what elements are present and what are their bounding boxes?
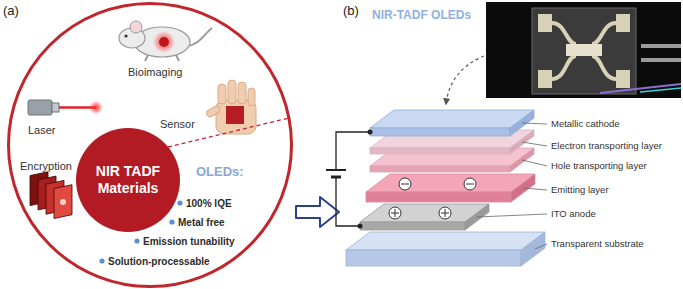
application-label: Bioimaging: [128, 66, 182, 79]
photo-pointer: [446, 56, 484, 104]
hand-icon: [205, 80, 256, 134]
leader-lines: [477, 123, 547, 249]
layer-label: ITO anode: [551, 208, 596, 220]
oled-stack: [346, 110, 545, 266]
layer-label: Emitting layer: [551, 184, 609, 196]
battery-circuit: [326, 132, 370, 226]
application-label: Laser: [28, 124, 56, 137]
encryption-icon: [30, 172, 72, 219]
section-heading: OLEDs:: [196, 164, 244, 179]
layer-label: Hole transporting layer: [551, 160, 647, 172]
contact-dot: [358, 224, 363, 229]
bullet-item: Metal free: [178, 216, 225, 229]
panel-arrow: [296, 197, 339, 227]
device-photo: [486, 2, 681, 98]
application-label: Sensor: [160, 118, 195, 131]
panel-label: (a): [3, 3, 19, 18]
charge-symbols: [389, 178, 476, 219]
layer-label: Electron transporting layer: [551, 140, 662, 152]
panel-title: NIR-TADF OLEDs: [372, 8, 471, 22]
bullet-item: Solution-processable: [108, 255, 210, 268]
circle-title: NIR TADF Materials: [86, 163, 170, 197]
bullet-item: 100% IQE: [186, 197, 232, 210]
bullet-item: Emission tunability: [143, 235, 235, 248]
application-label: Encryption: [20, 160, 72, 173]
material-circle: NIR TADF Materials: [76, 128, 180, 232]
scope-circle: BioimagingSensor LaserEncryption OLEDs: 100…: [7, 2, 293, 288]
laser-icon: [28, 100, 103, 115]
mouse-icon: [119, 21, 212, 61]
contact-dot: [368, 130, 373, 135]
layer-label: Metallic cathode: [551, 118, 620, 130]
layer-label: Transparent substrate: [551, 238, 644, 250]
panel-label: (b): [343, 3, 359, 18]
